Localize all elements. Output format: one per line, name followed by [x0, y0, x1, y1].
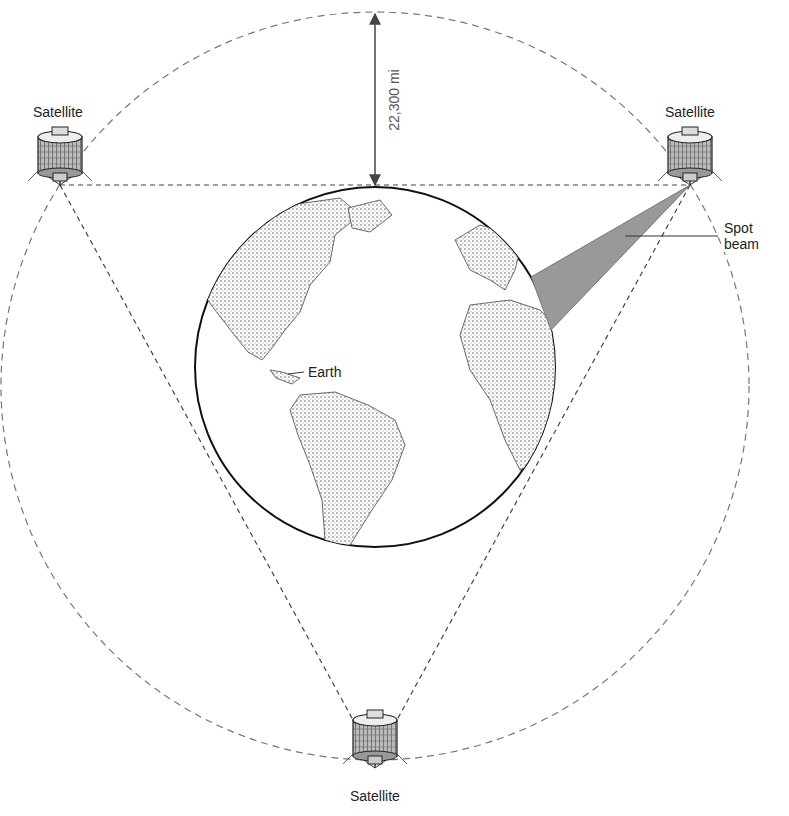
distance-label: 22,300 mi — [385, 67, 401, 132]
satellite-label: Satellite — [663, 104, 717, 120]
earth-label: Earth — [306, 364, 343, 380]
satellite-label: Satellite — [348, 788, 402, 804]
spot-beam-label: Spot beam — [722, 220, 770, 252]
satellite-label: Satellite — [31, 104, 85, 120]
